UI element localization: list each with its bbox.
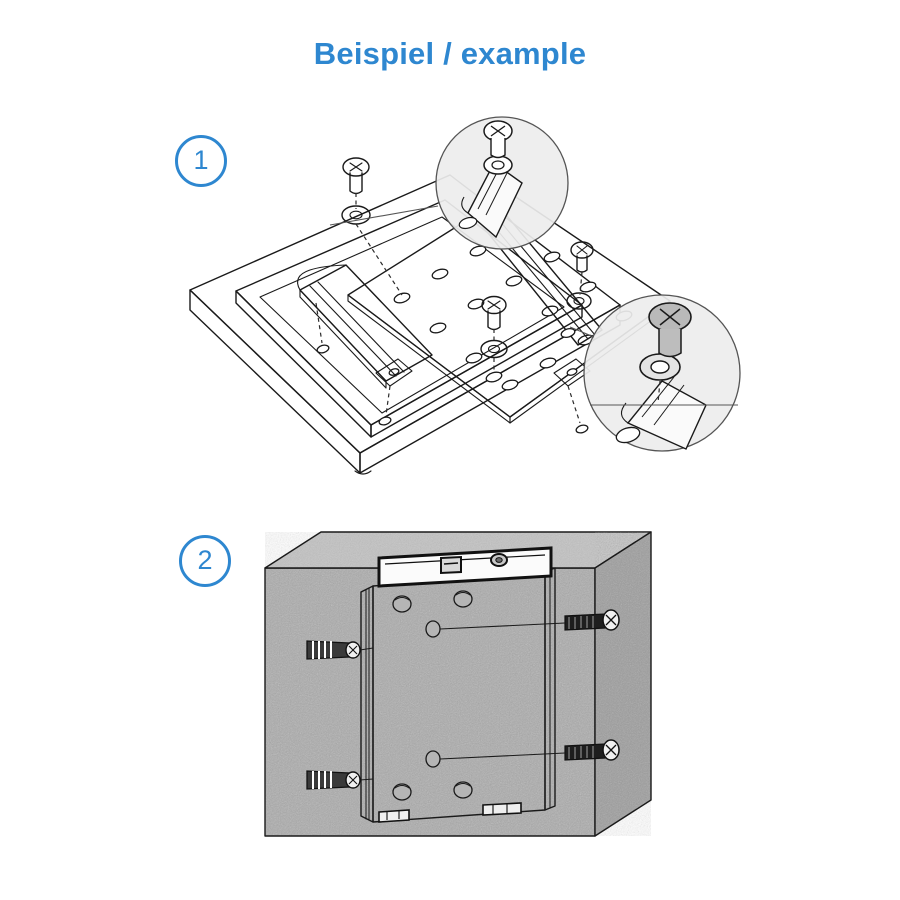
bottom-tab-clip-left xyxy=(378,809,410,823)
wall-anchor-lower xyxy=(306,770,374,790)
step-badge-2: 2 xyxy=(179,535,231,587)
flat-washer-icon xyxy=(566,292,592,310)
detail-callout-lower xyxy=(569,294,741,452)
flat-washer-icon xyxy=(639,353,681,381)
wall-anchor-upper xyxy=(306,640,374,660)
top-rail-bracket xyxy=(377,546,553,588)
phillips-screw-icon xyxy=(342,157,370,195)
hardware-screw-washer-right xyxy=(566,241,594,310)
plate-screw-hole-lower xyxy=(425,750,441,768)
step-number-2: 2 xyxy=(197,544,213,575)
hardware-screw-washer-center xyxy=(480,295,508,383)
step-2-illustration: .l2{fill:none;stroke:#1a1a1a;stroke-widt… xyxy=(245,520,665,870)
flat-washer-icon xyxy=(483,155,513,175)
vesa-hole-grid xyxy=(393,245,633,391)
wall-mount-plate xyxy=(360,546,556,823)
wall-screw-upper xyxy=(439,609,620,631)
plate-screw-hole-upper xyxy=(425,620,441,638)
bottom-tab-clip-right xyxy=(482,802,522,816)
phillips-screw-icon xyxy=(481,295,507,331)
page-title: Beispiel / example xyxy=(313,36,587,71)
plate-keyhole xyxy=(453,781,473,799)
hardware-screw-washer-top-left xyxy=(341,157,403,296)
plate-keyhole xyxy=(392,595,412,613)
flat-washer-icon xyxy=(480,339,508,359)
detail-callout-upper xyxy=(329,116,569,250)
plate-corner-tab-left xyxy=(375,358,413,387)
phillips-screw-icon xyxy=(648,302,692,358)
plate-keyhole xyxy=(453,590,473,608)
assembly-leader-lines xyxy=(315,302,589,434)
step-1-drawing: .ln{fill:none;stroke:#1a1a1a;stroke-widt… xyxy=(189,116,741,475)
step-2-drawing: .l2{fill:none;stroke:#1a1a1a;stroke-widt… xyxy=(264,531,652,837)
concrete-wall-block xyxy=(264,531,652,837)
step-badge-1: 1 xyxy=(175,135,227,187)
step-number-1: 1 xyxy=(193,144,209,175)
wall-screw-lower xyxy=(439,739,620,761)
plate-keyhole xyxy=(392,783,412,801)
mount-rail-left xyxy=(297,264,433,389)
step-1-illustration: .ln{fill:none;stroke:#1a1a1a;stroke-widt… xyxy=(150,105,770,505)
phillips-screw-icon xyxy=(483,120,513,159)
